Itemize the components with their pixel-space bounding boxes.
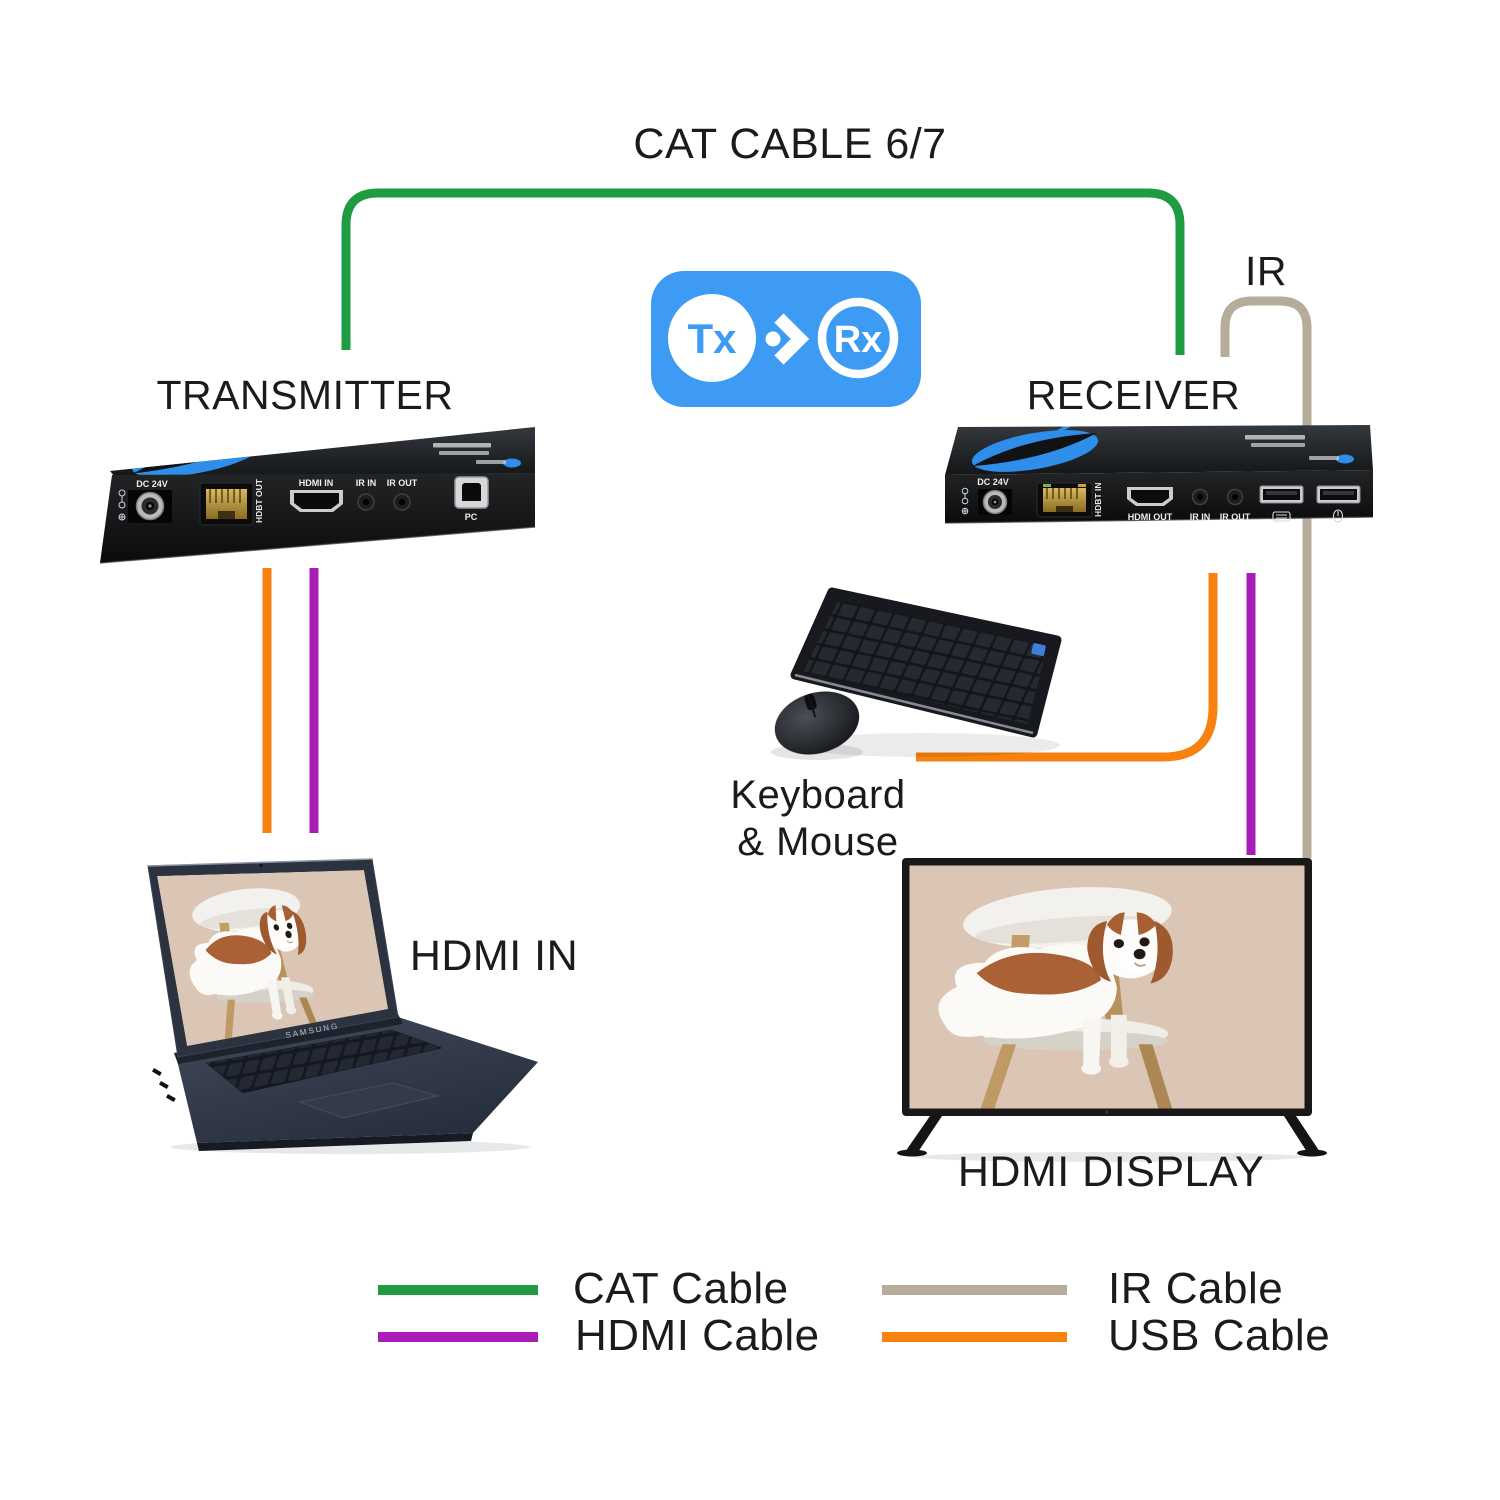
arrow-chevron-icon (774, 313, 810, 365)
tx-circle (668, 294, 756, 382)
webcam-icon (259, 863, 263, 868)
tv-legs (897, 1116, 1327, 1157)
keyboard-mouse-label: Keyboard & Mouse (698, 772, 938, 866)
usb-a-port-keyboard (1259, 485, 1304, 504)
keyboard-mouse-art (771, 587, 1062, 760)
receiver-title: RECEIVER (1026, 372, 1241, 418)
cat-cable-swatch (378, 1285, 538, 1295)
ir-cable-label: IR (1245, 248, 1287, 294)
polarity-icon (961, 487, 969, 515)
mouse (774, 691, 860, 755)
usb-cable-rx-run (916, 573, 1218, 762)
transmitter-device: DC 24V HDBT OUT HDMI IN IR IN (100, 427, 535, 564)
keyboard (790, 587, 1062, 738)
keyboard-mouse-label-line2: & Mouse (737, 820, 899, 865)
rx-power-label: DC 24V (977, 477, 1009, 487)
laptop-art: SAMSUNG (147, 858, 538, 1154)
tx-ir-out-label: IR OUT (387, 478, 418, 488)
receiver-device: DC 24V HDBT IN HDMI OUT (945, 425, 1374, 524)
rx-hdbt-label: HDBT IN (1093, 483, 1103, 517)
ir-out-jack (393, 493, 411, 511)
laptop-front-edge (197, 1133, 473, 1151)
hdmi-in-label: HDMI IN (409, 932, 579, 980)
legend-swatch-usb (882, 1332, 1067, 1342)
tx-label: Tx (687, 315, 737, 362)
device-model-text (433, 443, 521, 468)
mouse-icon (1332, 509, 1344, 523)
ir-in-jack (1191, 488, 1209, 506)
rx-hdmi-label: HDMI OUT (1128, 512, 1173, 522)
legend-label-hdmi: HDMI Cable (575, 1311, 820, 1360)
rj45-port (199, 482, 254, 526)
brand-swoosh-logo (971, 425, 1111, 472)
tv-screen-image (909, 865, 1305, 1109)
keyboard-mouse-label-line1: Keyboard (730, 773, 906, 817)
tv-shadow (915, 1152, 1305, 1162)
keyboard-icon (1272, 511, 1291, 522)
laptop-side-ports (152, 1068, 176, 1102)
legend-label-cat: CAT Cable (573, 1264, 789, 1313)
tx-ir-in-label: IR IN (356, 478, 377, 488)
cat-cable-label: CAT CABLE 6/7 (633, 120, 947, 168)
tx-usb-label: PC (465, 512, 478, 522)
rx-ir-in-label: IR IN (1190, 512, 1211, 522)
hdmi-display-label: HDMI DISPLAY (957, 1148, 1265, 1196)
usb-cable-swatch (882, 1332, 1067, 1342)
legend-label-usb: USB Cable (1108, 1311, 1331, 1360)
device-bottom-edge (100, 526, 535, 564)
tv-brand-dot (1105, 1110, 1109, 1114)
dc-jack (135, 491, 165, 521)
rx-ring (817, 297, 899, 379)
hdmi-cable-swatch (378, 1332, 538, 1342)
ir-cable-swatch (882, 1285, 1067, 1295)
brand-logo (1336, 454, 1354, 464)
legend-swatch-hdmi (378, 1332, 538, 1342)
usb-a-port-mouse (1316, 485, 1361, 504)
rj45-port (1036, 482, 1093, 518)
dc-jack (982, 489, 1008, 515)
usb-b-port (454, 476, 489, 509)
laptop-keyboard (205, 1029, 443, 1094)
device-model-text (1245, 435, 1354, 464)
transmitter-title: TRANSMITTER (156, 372, 454, 418)
tv-art (897, 858, 1327, 1162)
hdmi-port (290, 490, 343, 512)
tx-power-label: DC 24V (136, 479, 168, 489)
tx-rx-badge: Tx Rx (651, 271, 921, 407)
cat-cable-run (341, 188, 1185, 355)
tx-hdbt-label: HDBT OUT (254, 478, 264, 523)
legend-swatch-cat (378, 1285, 538, 1295)
laptop-touchpad (298, 1082, 440, 1119)
polarity-icon (118, 489, 126, 521)
legend-label-ir: IR Cable (1108, 1264, 1284, 1313)
device-bottom-edge (945, 516, 1374, 524)
keyboard-shadow (790, 733, 1060, 757)
tx-hdmi-label: HDMI IN (299, 478, 334, 488)
laptop-lid-edge (147, 858, 373, 867)
rx-ir-out-label: IR OUT (1220, 512, 1251, 522)
ir-out-jack (1226, 488, 1244, 506)
ir-cable-run (1220, 296, 1312, 858)
hdmi-port (1127, 487, 1173, 506)
legend-swatch-ir (882, 1285, 1067, 1295)
laptop-base (176, 1017, 538, 1143)
rx-label: Rx (834, 319, 883, 361)
ir-in-jack (357, 493, 375, 511)
brand-logo (503, 458, 521, 468)
arrow-dot-icon (765, 331, 781, 347)
